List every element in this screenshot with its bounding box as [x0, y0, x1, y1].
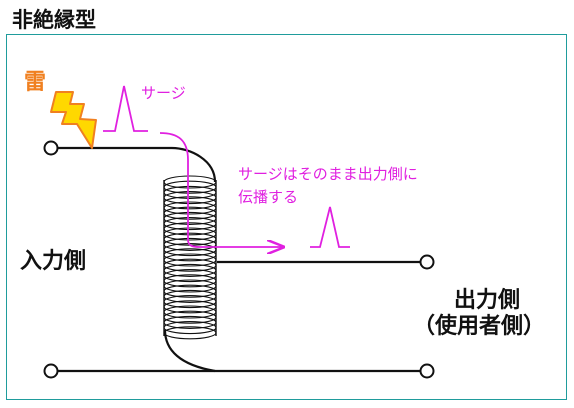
propagation-label-line2: 伝播する	[238, 188, 299, 206]
lightning-label: 雷	[24, 70, 47, 95]
surge-pulses	[103, 85, 350, 248]
terminals	[43, 140, 435, 379]
output-side-label-line2: （使用者側）	[413, 314, 546, 339]
wires	[56, 146, 420, 373]
terminal-output-top-icon	[419, 254, 435, 270]
diagram-frame	[6, 34, 567, 400]
surge-label: サージ	[141, 84, 186, 102]
terminal-output-bottom-icon	[419, 363, 435, 379]
input-side-label: 入力側	[20, 249, 87, 274]
terminal-input-bottom-icon	[43, 363, 59, 379]
surge-propagation-arrow	[159, 132, 283, 247]
input-top-wire	[56, 146, 217, 183]
terminal-input-top-icon	[43, 140, 59, 156]
output-side-label-line1: 出力側	[454, 288, 521, 313]
lightning-bolt-icon	[50, 91, 97, 149]
coil-bottom-lead	[163, 329, 216, 373]
propagation-label-line1: サージはそのまま出力側に	[238, 165, 418, 183]
coil-sides	[163, 180, 217, 336]
coil-winding-icon	[163, 175, 217, 340]
surge-pulse-output	[310, 206, 350, 248]
surge-pulse-input	[103, 85, 148, 132]
page-title: 非絶縁型	[12, 8, 96, 32]
